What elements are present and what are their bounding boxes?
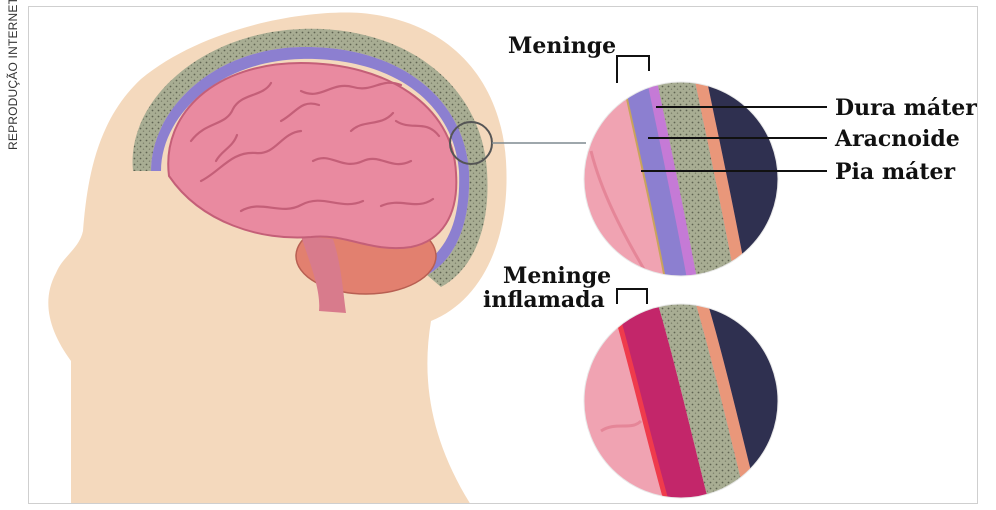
normal-meninges-zoom — [581, 61, 801, 301]
pia-mater-label: Pia máter — [835, 159, 956, 185]
illustration-frame: Meninge Dura máter Aracnoide Pia máter M… — [28, 6, 978, 504]
dura-mater-label: Dura máter — [835, 95, 977, 121]
meninge-bracket — [617, 56, 649, 83]
meninge-label: Meninge — [508, 33, 616, 59]
inflamed-label-line2: inflamada — [483, 287, 605, 313]
aracnoide-label: Aracnoide — [834, 126, 960, 152]
inflamed-bracket — [617, 289, 647, 304]
image-credit: REPRODUÇÃO INTERNET — [6, 0, 20, 150]
meninges-diagram: Meninge Dura máter Aracnoide Pia máter M… — [29, 7, 978, 504]
inflamed-label-line1: Meninge — [503, 263, 611, 289]
